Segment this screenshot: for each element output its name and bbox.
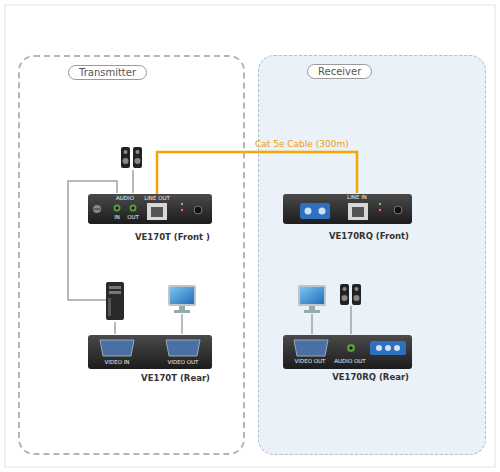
monitor-icon xyxy=(168,285,196,313)
frame xyxy=(5,5,495,467)
device-box: VE170T (Rear) VIDEO IN VIDEO OUT xyxy=(88,335,212,383)
port-label: AUDIO xyxy=(116,196,134,202)
device-box: VE170T (Front ) AUDIO IN OUT LINE OUT xyxy=(88,194,212,242)
group-panel: ReceiverVE170RQ (Front) LINE IN VE170RQ (R… xyxy=(258,55,486,455)
port-label: AUDIO OUT xyxy=(334,359,365,365)
device-rear xyxy=(283,335,412,369)
monitor-icon xyxy=(298,285,326,313)
device-front xyxy=(283,194,412,224)
device-rear xyxy=(88,335,212,369)
port-label: LINE OUT xyxy=(144,196,170,202)
port-label: IN xyxy=(114,215,120,221)
cable-label: Cat 5e Cable (300m) xyxy=(255,139,349,149)
computer-icon xyxy=(106,282,124,320)
port-label: LINE IN xyxy=(347,195,367,201)
group-panel: TransmitterVE170T (Front ) AUDIO IN OUT LINE… xyxy=(18,55,245,455)
speaker-icon xyxy=(121,147,142,168)
receiver-ground xyxy=(258,55,486,455)
device-box: VE170RQ (Front) LINE IN xyxy=(282,193,411,241)
group-heading: Transmitter xyxy=(68,65,147,80)
device-caption: VE170RQ (Front) xyxy=(329,231,409,241)
port-label: VIDEO IN xyxy=(105,360,130,366)
device-caption: VE170T (Front ) xyxy=(135,232,210,242)
port-label: VIDEO OUT xyxy=(168,360,199,366)
cable-connector xyxy=(157,152,357,194)
device-front xyxy=(88,194,212,224)
group-heading: Receiver xyxy=(307,64,372,79)
device-box: VE170RQ (Rear) VIDEO OUT AUDIO OUT xyxy=(282,334,411,382)
port-label: OUT xyxy=(127,215,139,221)
port-label: VIDEO OUT xyxy=(295,359,326,365)
device-caption: VE170T (Rear) xyxy=(141,373,210,383)
speaker-icon xyxy=(340,284,361,305)
device-caption: VE170RQ (Rear) xyxy=(332,372,409,382)
